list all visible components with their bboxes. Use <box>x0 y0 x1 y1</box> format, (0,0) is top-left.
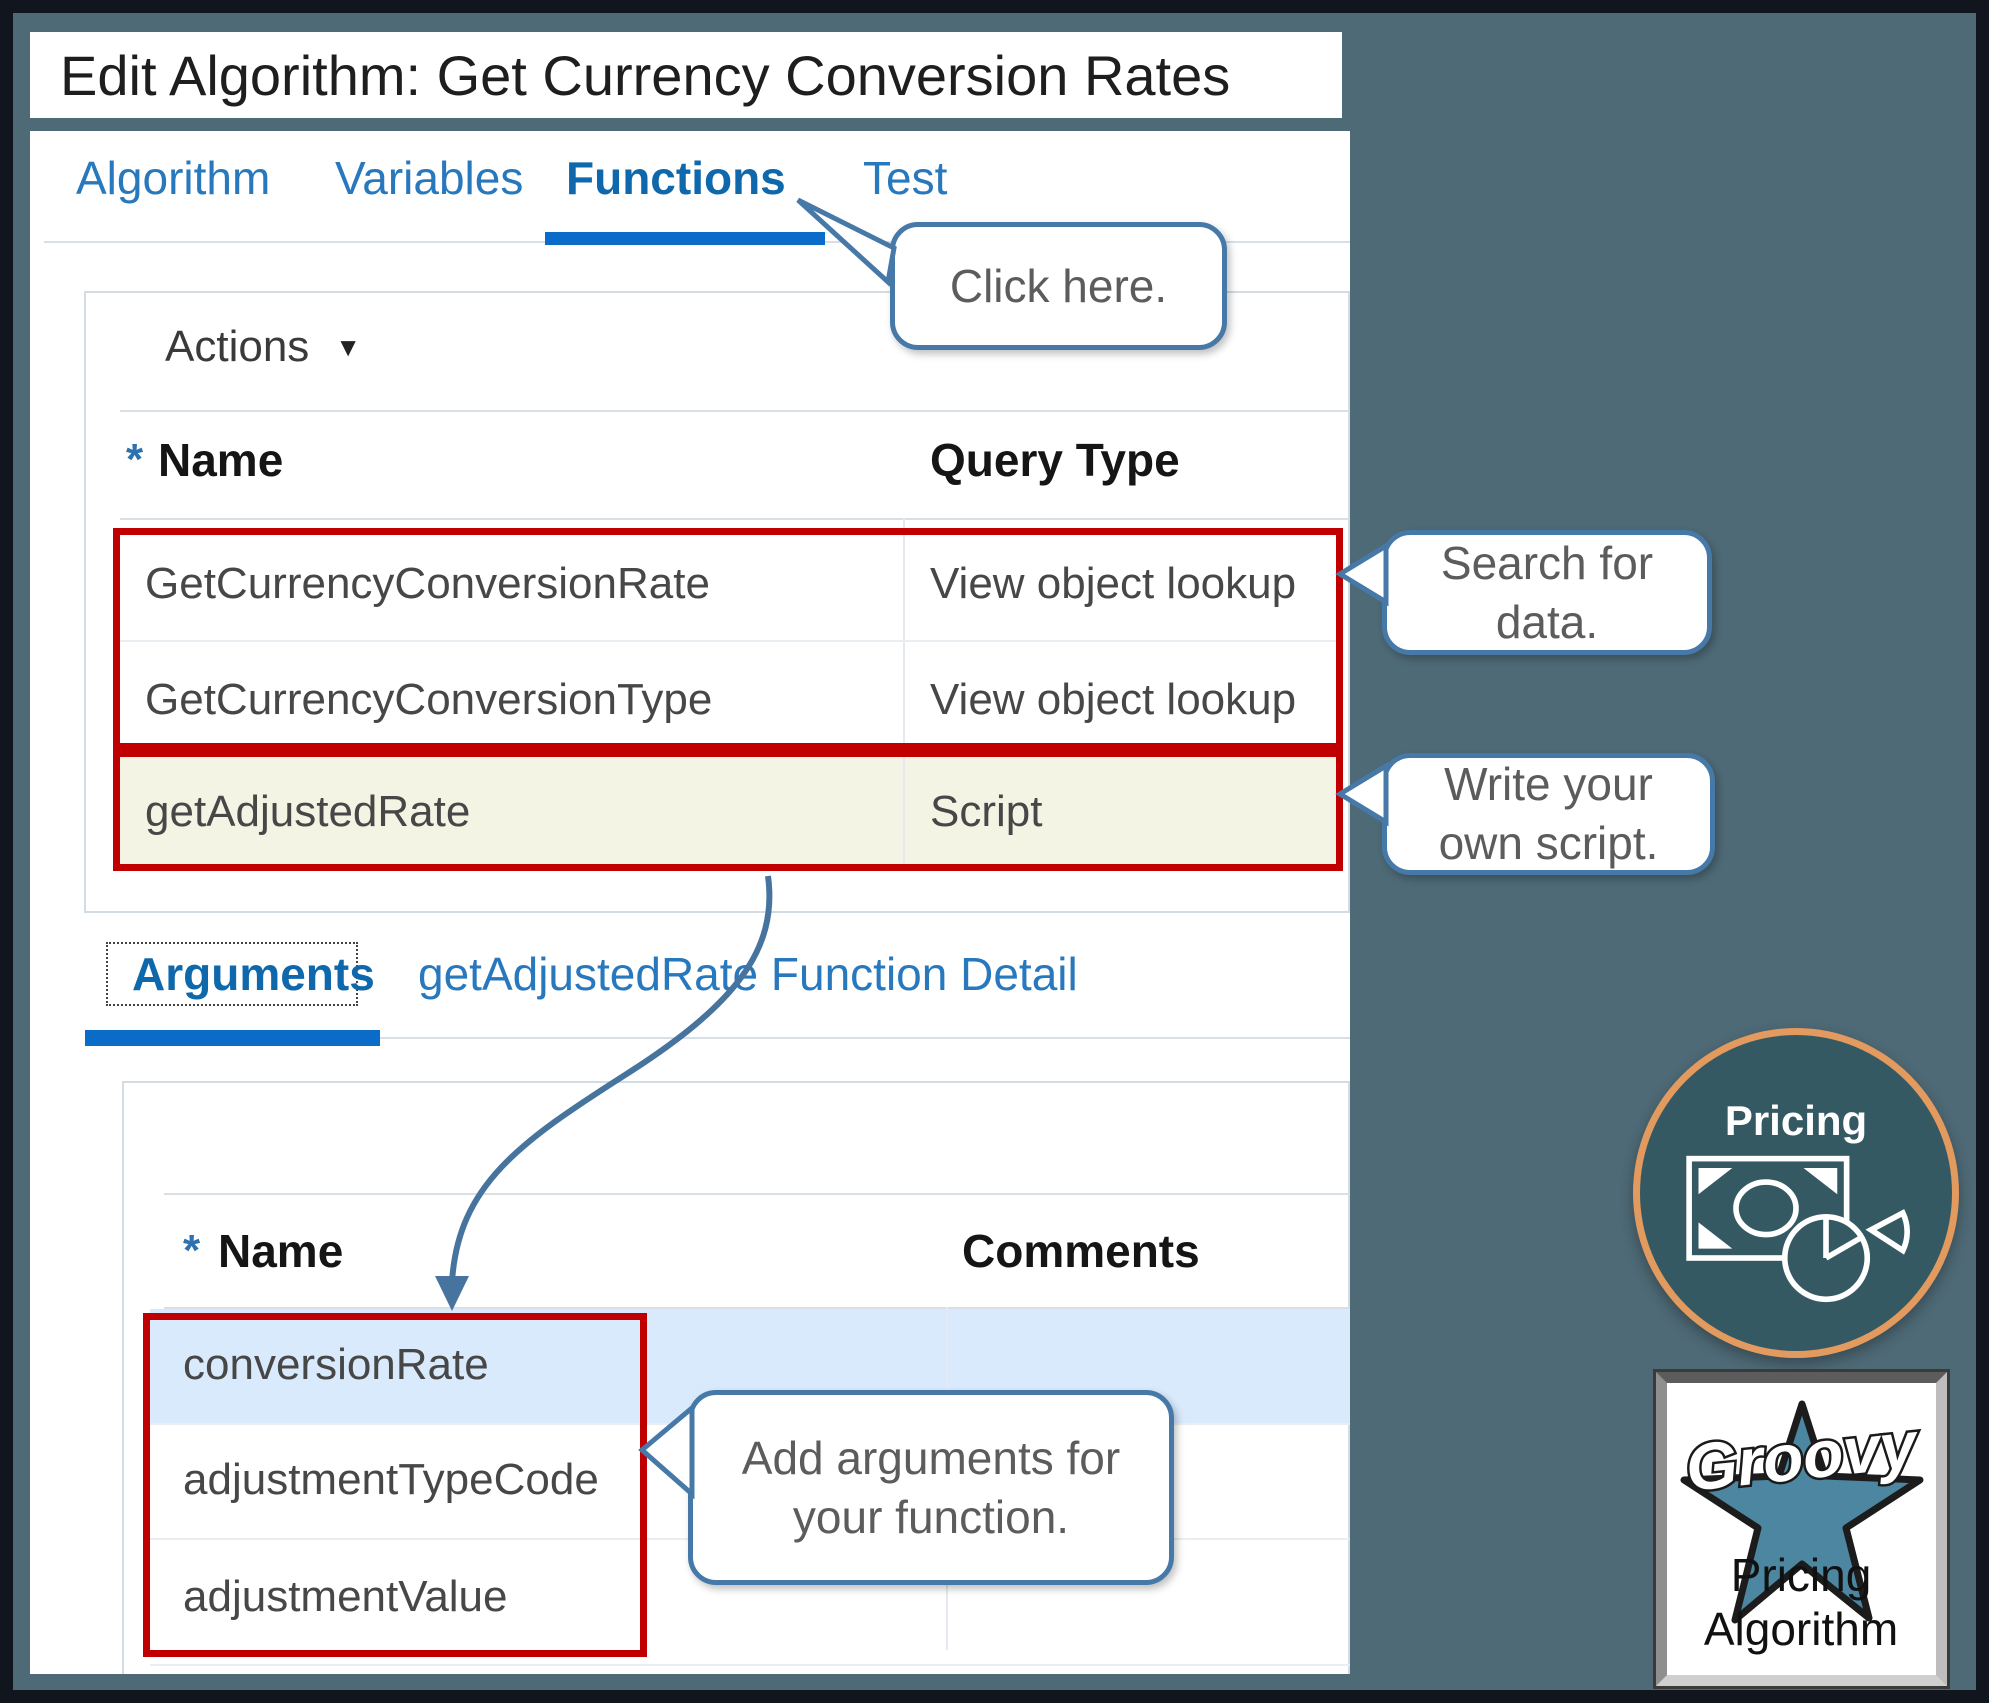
row-divider <box>150 1664 1350 1666</box>
row-divider <box>120 640 1343 642</box>
detail-tab-bar-divider <box>380 1037 1350 1039</box>
groovy-caption-line: Pricing <box>1730 1549 1872 1601</box>
arguments-header-divider <box>164 1307 1350 1309</box>
groovy-caption: Pricing Algorithm <box>1662 1548 1940 1657</box>
callout-text: Search for <box>1440 536 1654 589</box>
callout-click-here: Click here. <box>890 222 1227 350</box>
caret-down-icon: ▼ <box>335 331 362 362</box>
table-row-function-querytype: View object lookup <box>930 675 1297 724</box>
callout-text: data. <box>1495 595 1599 648</box>
active-detail-tab-underline <box>85 1030 380 1046</box>
required-marker: * <box>126 435 144 484</box>
functions-col-querytype: Query Type <box>930 434 1180 486</box>
money-pie-chart-icon <box>1686 1155 1910 1303</box>
table-row-argument-name[interactable]: adjustmentValue <box>183 1572 508 1621</box>
callout-text: Click here. <box>949 259 1168 312</box>
required-marker: * <box>183 1226 201 1275</box>
table-row-function-name[interactable]: getAdjustedRate <box>145 787 471 836</box>
page-title: Edit Algorithm: Get Currency Conversion … <box>60 43 1231 107</box>
actions-divider <box>120 410 1350 412</box>
groovy-star-icon <box>1680 1400 1924 1624</box>
callout-search-for-data: Search for data. <box>1382 530 1712 655</box>
active-tab-underline <box>545 232 825 245</box>
pricing-badge-label: Pricing <box>1724 1097 1868 1144</box>
callout-text: own script. <box>1438 817 1659 869</box>
callout-text: your function. <box>792 1490 1070 1543</box>
arguments-col-name: Name <box>218 1225 344 1277</box>
tab-function-detail[interactable]: getAdjustedRate Function Detail <box>418 948 1078 1000</box>
table-row-argument-name[interactable]: adjustmentTypeCode <box>183 1455 599 1504</box>
tab-variables[interactable]: Variables <box>335 152 524 204</box>
functions-col-name: Name <box>158 434 284 486</box>
actions-menu-button[interactable]: Actions ▼ <box>165 322 361 372</box>
table-row-function-name[interactable]: GetCurrencyConversionRate <box>145 559 710 608</box>
arguments-panel-inner-line <box>164 1193 1350 1195</box>
tab-test[interactable]: Test <box>863 152 948 204</box>
table-row-function-querytype: View object lookup <box>930 559 1297 608</box>
table-row-argument-name[interactable]: conversionRate <box>183 1340 489 1389</box>
functions-column-divider <box>903 518 905 868</box>
callout-write-your-own-script: Write your own script. <box>1382 753 1715 875</box>
groovy-caption-line: Algorithm <box>1703 1603 1899 1656</box>
tab-algorithm[interactable]: Algorithm <box>76 152 271 204</box>
callout-text: Add arguments for <box>741 1431 1121 1484</box>
highlighted-script-row-background <box>115 752 1343 869</box>
functions-header-divider <box>120 518 1350 520</box>
tab-arguments-focus-ring <box>106 942 358 1006</box>
table-row-function-name[interactable]: GetCurrencyConversionType <box>145 675 713 724</box>
callout-text: Write your <box>1444 758 1653 811</box>
arguments-col-comments: Comments <box>962 1225 1200 1277</box>
page-title-bar: Edit Algorithm: Get Currency Conversion … <box>30 32 1342 118</box>
callout-add-arguments: Add arguments for your function. <box>688 1390 1174 1585</box>
actions-menu-label: Actions <box>165 322 310 371</box>
table-row-function-querytype: Script <box>930 787 1043 836</box>
tab-functions[interactable]: Functions <box>566 152 786 204</box>
tab-arguments[interactable]: Arguments <box>132 948 375 1000</box>
pricing-badge: Pricing <box>1633 1028 1959 1358</box>
